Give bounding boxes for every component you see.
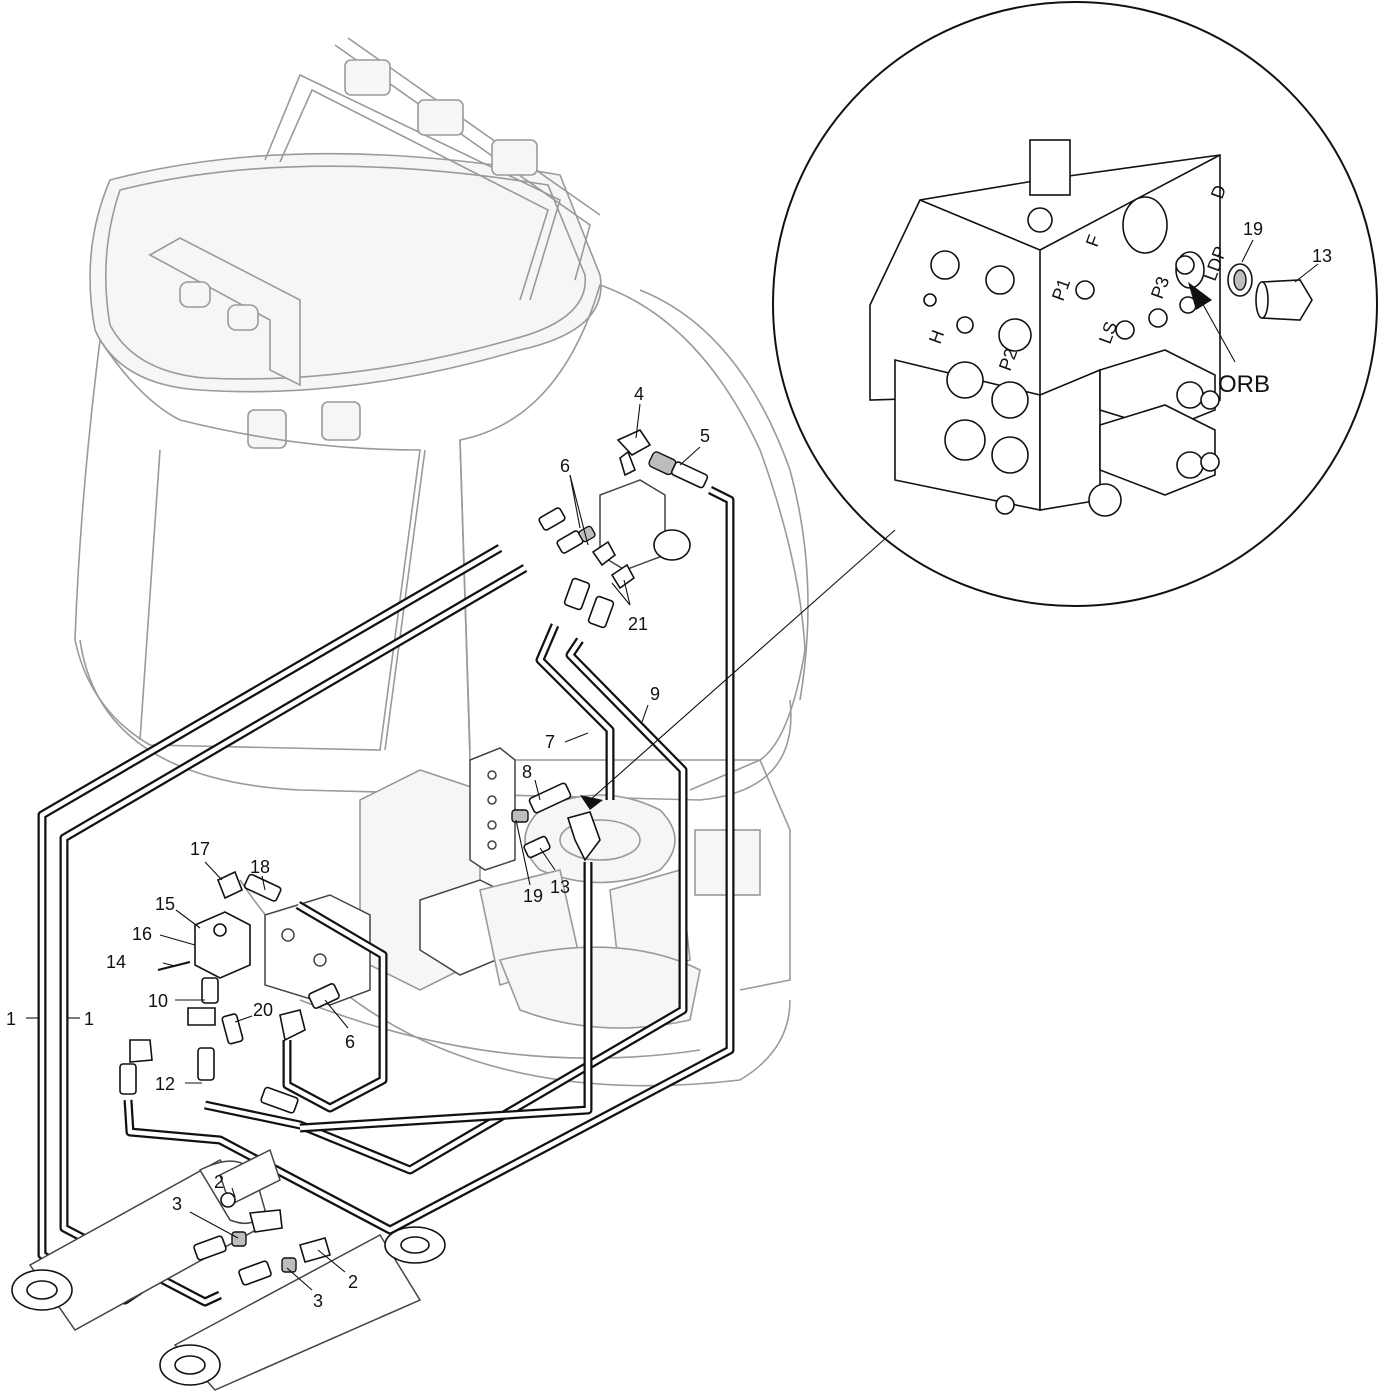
- detail-callout-13: 13: [1312, 246, 1332, 266]
- callout-6a: 6: [560, 456, 570, 476]
- detail-view-orb-port: F P1 H P2 LS P3 D LDP: [580, 1, 1378, 810]
- callout-2a: 2: [214, 1172, 224, 1192]
- callout-10: 10: [148, 991, 168, 1011]
- callout-21: 21: [628, 614, 648, 634]
- main-control-valve-area: [264, 747, 701, 1029]
- fittings: [119, 428, 709, 1286]
- callout-12: 12: [155, 1074, 175, 1094]
- callout-18: 18: [250, 857, 270, 877]
- callout-7: 7: [545, 732, 555, 752]
- port-label-h: H: [925, 327, 948, 346]
- port-label-d: D: [1207, 182, 1230, 201]
- callout-6b: 6: [345, 1032, 355, 1052]
- callout-labels: 1 1 2 2 3 3 4 5 6 6 7 8 9 10 12 13 14 15…: [6, 219, 1332, 1311]
- callout-20: 20: [253, 1000, 273, 1020]
- callout-5: 5: [700, 426, 710, 446]
- callout-1b: 1: [84, 1009, 94, 1029]
- callout-3b: 3: [313, 1291, 323, 1311]
- hose-routing: [37, 485, 735, 1307]
- callout-2b: 2: [348, 1272, 358, 1292]
- machine-cab-outline: [74, 37, 809, 1087]
- callout-1a: 1: [6, 1009, 16, 1029]
- callout-8: 8: [522, 762, 532, 782]
- callout-17: 17: [190, 839, 210, 859]
- callout-15: 15: [155, 894, 175, 914]
- callout-leaders: [26, 239, 1319, 1291]
- callout-14: 14: [106, 952, 126, 972]
- callout-4: 4: [634, 384, 644, 404]
- callout-19: 19: [523, 886, 543, 906]
- callout-16: 16: [132, 924, 152, 944]
- callout-9: 9: [650, 684, 660, 704]
- steering-cylinders: [11, 1148, 446, 1391]
- callout-13: 13: [550, 877, 570, 897]
- detail-callout-19: 19: [1243, 219, 1263, 239]
- callout-3a: 3: [172, 1194, 182, 1214]
- orb-label: ORB: [1218, 371, 1270, 398]
